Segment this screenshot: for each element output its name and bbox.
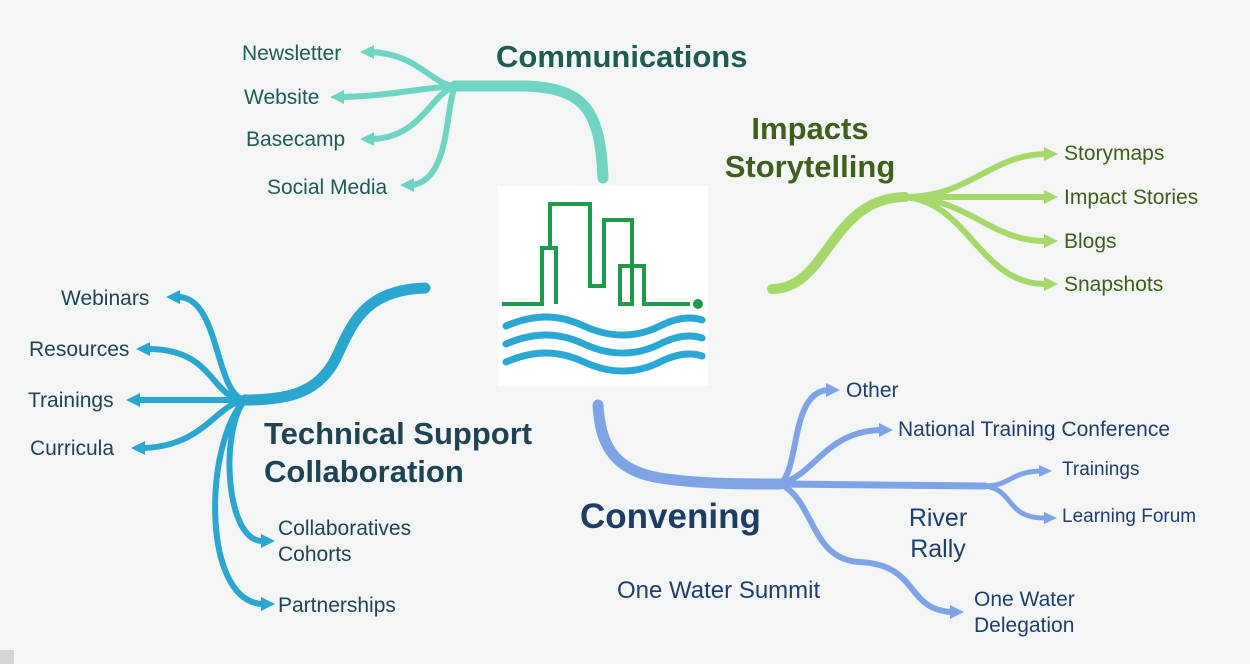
connector-ntc [777,427,883,487]
connector-other [777,387,831,487]
arrow-webinars [166,290,180,304]
list-item: Impact Stories [1064,186,1199,209]
collaboratives-line1: Collaboratives [278,517,412,540]
technical-title-line2: Collaboration [264,453,464,489]
collaboratives-cohorts-label: Collaboratives Cohorts [278,516,411,569]
impacts-title-line2: Storytelling [724,148,896,184]
list-item: Webinars [61,287,150,310]
connector-snapshots [902,194,1048,287]
technical-trunk [239,282,431,406]
learning-forum-label: Learning Forum [1062,506,1197,527]
arrow-resources [136,342,150,356]
arrow-trainings-rr [1039,465,1052,477]
river-rally-line2: Rally [910,535,966,564]
connector-learning-forum [982,483,1048,521]
other-label: Other [846,379,899,402]
arrow-blogs [1044,234,1058,248]
trainings-label: Trainings [1062,459,1140,480]
convening-arrows [826,383,1057,619]
arrow-other [826,383,840,397]
arrow-collaboratives [261,534,275,548]
convening-trunk [592,399,786,490]
connector-partnerships [212,397,265,607]
communications-trunk [449,80,609,184]
delegation-line2: Delegation [974,614,1075,638]
list-item: Resources [29,338,130,361]
technical-arrows [126,290,275,611]
collaboratives-line2: Cohorts [278,543,352,567]
impacts-title: Impacts Storytelling [710,110,910,186]
connector-webinars [177,294,248,403]
convening-title: Convening [580,497,761,536]
connector-storymaps [902,151,1048,200]
partnerships-label: Partnerships [278,594,396,617]
connector-delegation [777,481,955,615]
list-item: Newsletter [242,42,342,65]
national-training-conference-label: National Training Conference [898,418,1170,441]
arrow-website [330,90,344,104]
list-item: Curricula [30,437,115,460]
connector-website [339,83,458,100]
connector-basecamp [369,83,458,142]
connector-newsletter [369,49,458,89]
arrow-snapshots [1044,277,1058,291]
list-item: Storymaps [1064,142,1165,165]
technical-branches [137,282,431,607]
arrow-learning-forum [1044,512,1057,524]
arrow-social-media [400,178,414,192]
communications-branches [339,49,609,188]
connector-resources [147,346,248,403]
river-rally-line1: River [908,504,968,532]
connector-river-rally [776,480,989,490]
arrow-partnerships [261,597,275,611]
delegation-line1: One Water [974,588,1075,611]
connector-social-media [409,83,458,188]
list-item: Trainings [28,389,114,412]
list-item: Social Media [267,176,388,199]
corner-marker [0,650,14,664]
convening-branches [592,387,1048,615]
arrow-basecamp [360,132,374,146]
impacts-arrows [1044,147,1058,291]
arrow-ntc [879,423,893,437]
technical-title: Technical Support Collaboration [264,415,532,491]
connector-trainings-rr [982,468,1043,489]
city-skyline-over-water-logo-icon [498,186,708,386]
one-water-summit-label: One Water Summit [617,577,821,604]
communications-arrows [330,45,414,192]
arrow-curricula [131,441,145,455]
arrow-storymaps [1044,147,1058,161]
arrow-delegation [950,605,964,619]
list-item: Website [244,86,320,109]
communications-title: Communications [496,39,748,74]
list-item: Snapshots [1064,273,1164,296]
arrow-newsletter [360,45,374,59]
one-water-delegation-label: One Water Delegation [974,587,1075,640]
impacts-branches [767,151,1048,294]
connector-curricula [142,397,248,451]
impacts-title-line1: Impacts [751,111,869,146]
list-item: Basecamp [246,128,346,151]
list-item: Blogs [1064,230,1117,253]
technical-title-line1: Technical Support [264,416,533,451]
arrow-trainings [126,393,140,407]
river-rally-label: River Rally [898,503,978,566]
impacts-trunk [767,192,910,294]
arrow-impact-stories [1044,190,1058,204]
